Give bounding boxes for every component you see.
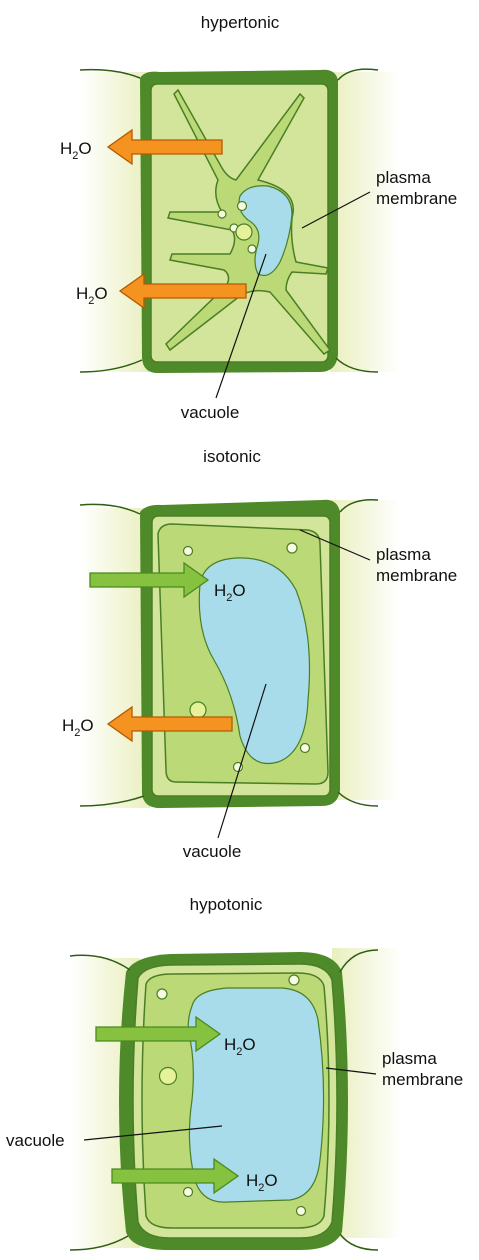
panel-hypotonic: hypotonic H2O H2O plasma membrane vacuol… (6, 895, 463, 1250)
granule (287, 543, 297, 553)
granule (301, 744, 310, 753)
panel-title: hypotonic (190, 895, 263, 914)
granule-large (160, 1068, 177, 1085)
plasma-membrane-label: plasma (376, 545, 431, 564)
vacuole-label: vacuole (183, 842, 242, 861)
neighbor-cell-left (80, 508, 150, 808)
granule-large (190, 702, 206, 718)
granule (238, 202, 247, 211)
plasma-membrane-label: membrane (376, 189, 457, 208)
granule (184, 547, 193, 556)
plasma-membrane-label: membrane (376, 566, 457, 585)
granule (248, 245, 256, 253)
granule-large (236, 224, 252, 240)
granule (218, 210, 226, 218)
panel-isotonic: isotonic H2O H2O plasma membrane vacuole (62, 447, 457, 861)
plasma-membrane-label: plasma (382, 1049, 437, 1068)
granule (157, 989, 167, 999)
granule (297, 1207, 306, 1216)
panel-hypertonic: hypertonic H2O H2O plasma (60, 13, 457, 422)
neighbor-cell-left (80, 72, 150, 372)
neighbor-cell-right (330, 72, 400, 372)
vacuole-label: vacuole (6, 1131, 65, 1150)
panel-title: isotonic (203, 447, 261, 466)
plasma-membrane-label: plasma (376, 168, 431, 187)
vacuole-label: vacuole (181, 403, 240, 422)
granule (184, 1188, 193, 1197)
panel-title: hypertonic (201, 13, 280, 32)
plasma-membrane-label: membrane (382, 1070, 463, 1089)
granule (289, 975, 299, 985)
